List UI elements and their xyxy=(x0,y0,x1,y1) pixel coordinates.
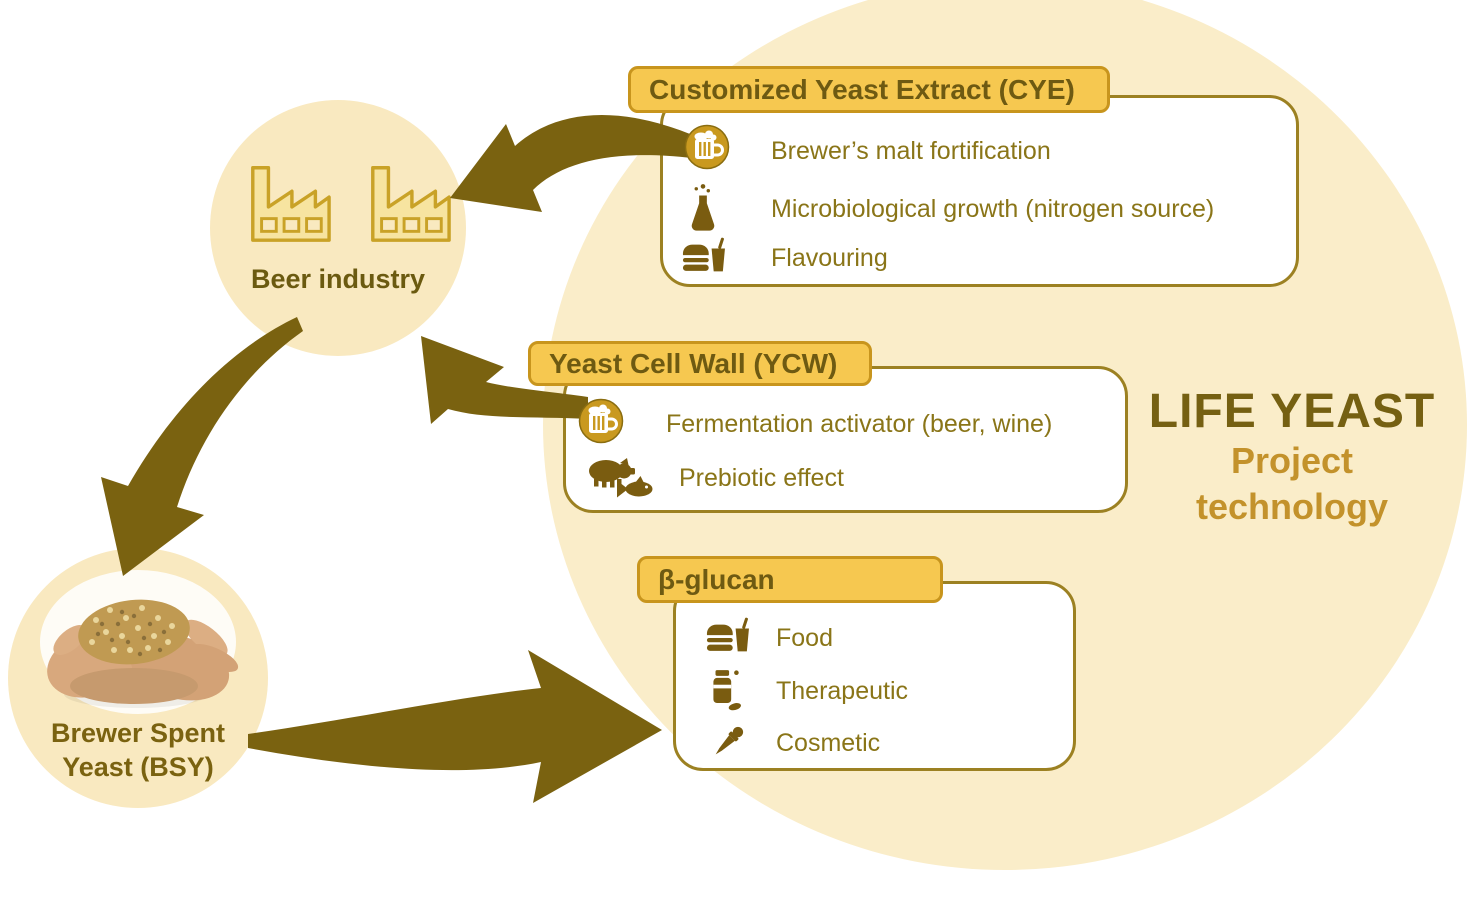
beer-mug-icon xyxy=(578,398,624,444)
ycw-item-row: Prebiotic effect xyxy=(579,452,844,504)
beer-mug-icon xyxy=(684,124,730,170)
beta-glucan-item-label: Food xyxy=(776,623,833,652)
beer-industry-node: Beer industry xyxy=(210,100,466,356)
factory-icon xyxy=(363,158,453,246)
ycw-header-label: Yeast Cell Wall (YCW) xyxy=(549,347,838,379)
beta-glucan-header: β-glucan xyxy=(637,556,943,603)
beta-glucan-box: Food Therapeutic xyxy=(673,581,1076,771)
beta-glucan-header-label: β-glucan xyxy=(658,563,775,595)
cye-header-label: Customized Yeast Extract (CYE) xyxy=(649,73,1075,105)
beta-glucan-item-label: Therapeutic xyxy=(776,676,909,705)
arrow-beer-industry-to-bsy xyxy=(101,317,303,576)
bsy-label-line2: Yeast (BSY) xyxy=(62,752,214,782)
ycw-item-row: Fermentation activator (beer, wine) xyxy=(579,398,1052,450)
flask-icon xyxy=(677,183,729,235)
bsy-label: Brewer Spent Yeast (BSY) xyxy=(8,716,268,784)
bsy-label-line1: Brewer Spent xyxy=(50,718,226,748)
beta-glucan-item-label: Cosmetic xyxy=(776,728,881,757)
project-subtitle-line2: technology xyxy=(1195,486,1388,527)
project-title: LIFE YEAST xyxy=(1148,385,1436,438)
cye-item-row: Flavouring xyxy=(677,232,888,284)
pig-fish-icon xyxy=(579,452,665,504)
cye-box: Brewer’s malt fortification Microbiologi… xyxy=(660,95,1299,287)
beer-industry-label: Beer industry xyxy=(250,264,426,294)
dropper-icon xyxy=(701,717,753,769)
burger-drink-icon xyxy=(677,232,729,284)
cye-item-label: Flavouring xyxy=(771,243,888,272)
cye-item-row: Microbiological growth (nitrogen source) xyxy=(677,183,1214,235)
project-subtitle-line1: Project xyxy=(1230,440,1354,481)
beta-glucan-item-row: Cosmetic xyxy=(701,717,880,769)
beta-glucan-item-row: Therapeutic xyxy=(701,665,908,717)
ycw-box: Fermentation activator (beer, wine) xyxy=(563,366,1128,513)
bsy-node: Brewer Spent Yeast (BSY) xyxy=(8,548,268,808)
ycw-header: Yeast Cell Wall (YCW) xyxy=(528,341,872,386)
burger-drink-icon xyxy=(701,612,753,664)
cye-header: Customized Yeast Extract (CYE) xyxy=(628,66,1110,113)
arrow-bsy-to-beta-glucan xyxy=(248,650,662,803)
cye-item-row: Brewer’s malt fortification xyxy=(677,125,1051,177)
ycw-item-label: Prebiotic effect xyxy=(679,463,844,492)
hands-grain-photo xyxy=(36,566,240,718)
project-title-block: LIFE YEAST Project technology xyxy=(1127,386,1457,530)
pill-bottle-icon xyxy=(701,665,753,717)
cye-item-label: Microbiological growth (nitrogen source) xyxy=(771,194,1215,223)
beta-glucan-item-row: Food xyxy=(701,612,833,664)
ycw-item-label: Fermentation activator (beer, wine) xyxy=(666,409,1053,438)
factory-icon xyxy=(243,158,333,246)
cye-item-label: Brewer’s malt fortification xyxy=(771,136,1051,165)
